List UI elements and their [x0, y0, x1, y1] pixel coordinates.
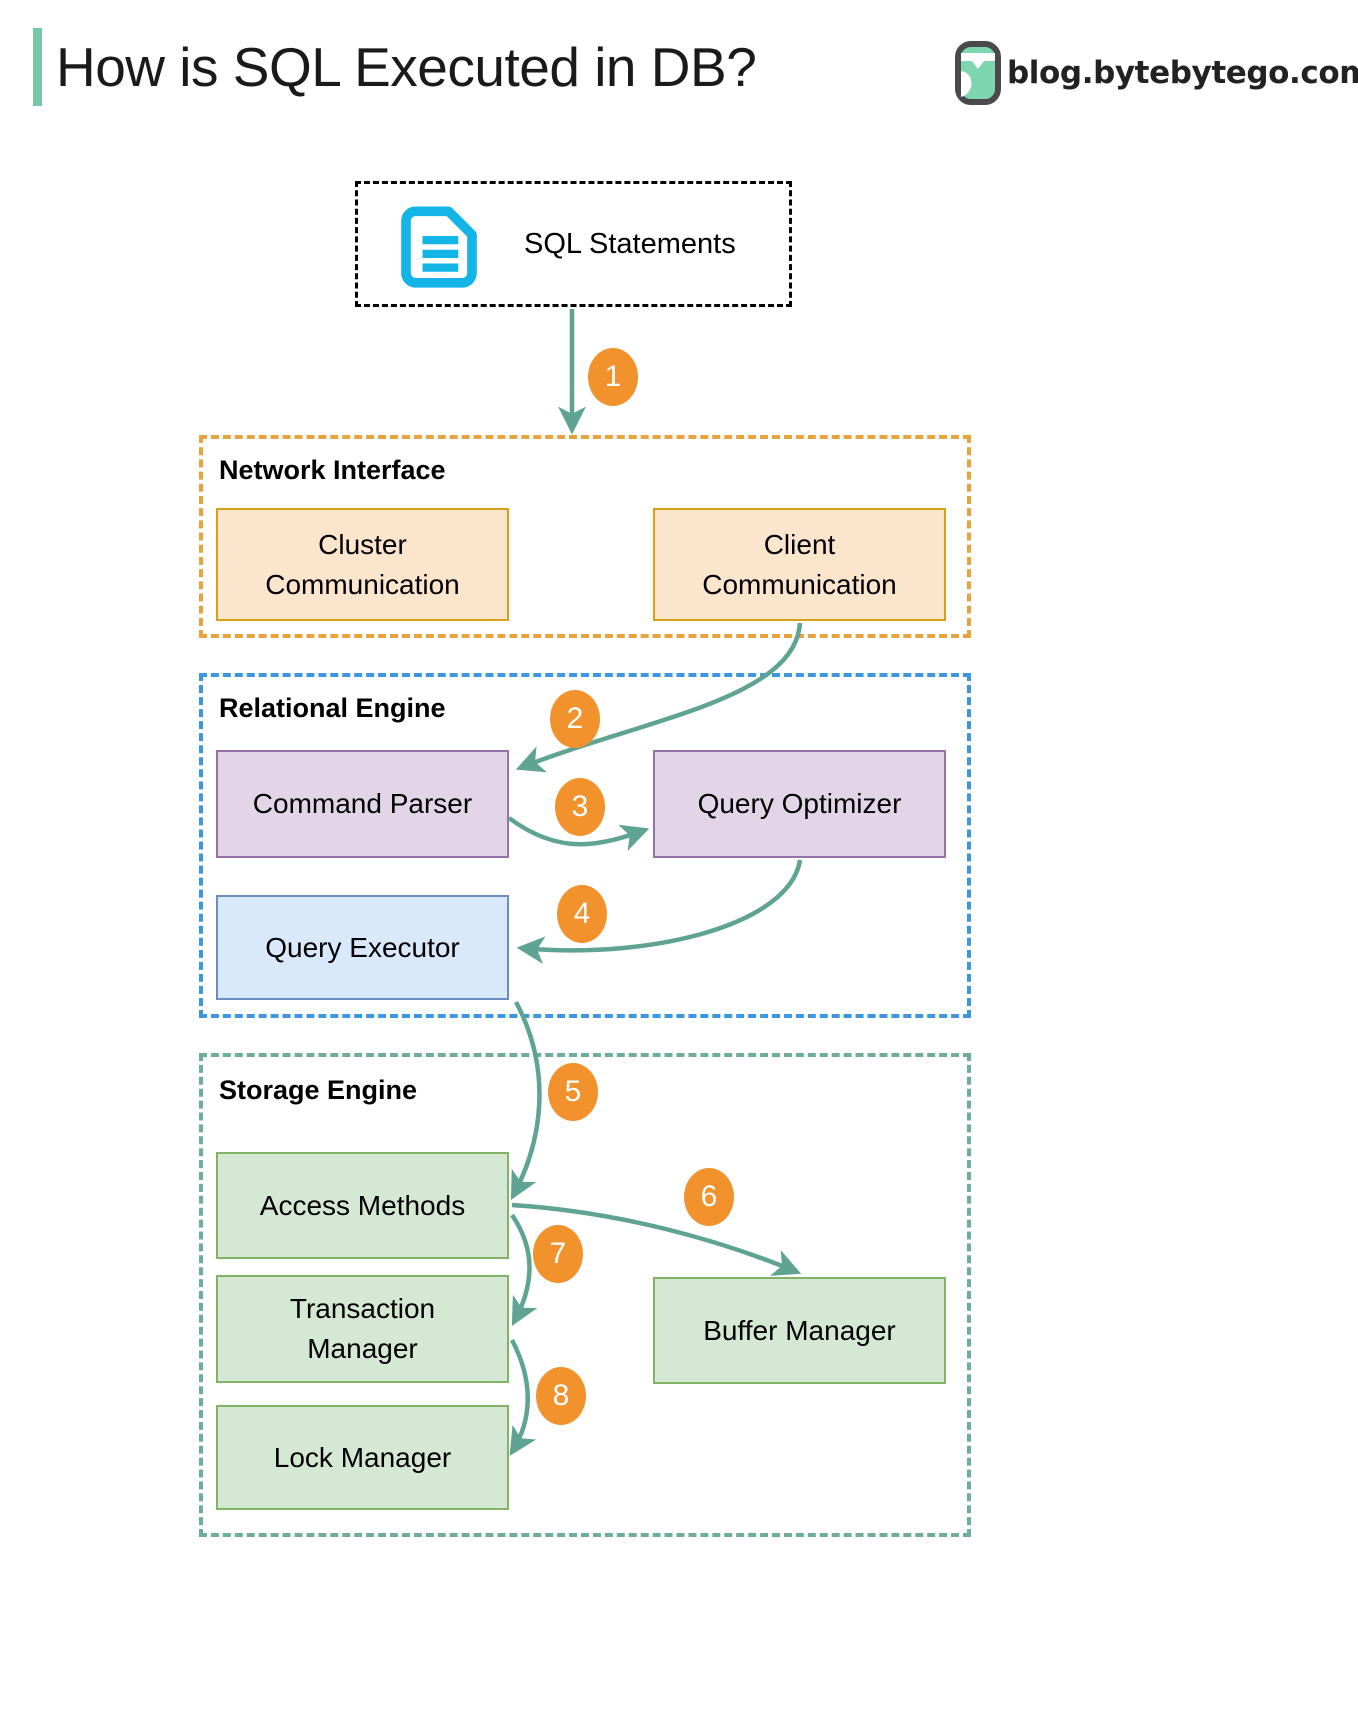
- sql-statements-box: SQL Statements: [355, 181, 792, 307]
- page-title: How is SQL Executed in DB?: [56, 36, 757, 98]
- bytebytego-logo-icon: [955, 41, 1001, 105]
- group-label-network-interface: Network Interface: [219, 455, 446, 485]
- node-query-executor[interactable]: Query Executor: [216, 895, 509, 1000]
- step-badge-4: 4: [557, 885, 607, 943]
- node-command-parser[interactable]: Command Parser: [216, 750, 509, 858]
- node-client-communication[interactable]: Client Communication: [653, 508, 946, 621]
- group-label-storage-engine: Storage Engine: [219, 1075, 418, 1105]
- step-badge-8: 8: [536, 1367, 586, 1425]
- document-icon: [401, 206, 477, 288]
- group-storage-engine: [199, 1053, 971, 1537]
- node-lock-manager[interactable]: Lock Manager: [216, 1405, 509, 1510]
- group-label-relational-engine: Relational Engine: [219, 693, 446, 723]
- step-badge-6: 6: [684, 1168, 734, 1226]
- step-badge-1: 1: [588, 348, 638, 406]
- node-cluster-communication[interactable]: Cluster Communication: [216, 508, 509, 621]
- title-accent-bar: [33, 28, 42, 106]
- step-badge-5: 5: [548, 1063, 598, 1121]
- step-badge-2: 2: [550, 690, 600, 748]
- node-query-optimizer[interactable]: Query Optimizer: [653, 750, 946, 858]
- step-badge-3: 3: [555, 778, 605, 836]
- sql-statements-label: SQL Statements: [524, 227, 736, 260]
- step-badge-7: 7: [533, 1225, 583, 1283]
- brand: blog.bytebytego.com: [955, 40, 1358, 106]
- node-access-methods[interactable]: Access Methods: [216, 1152, 509, 1259]
- node-buffer-manager[interactable]: Buffer Manager: [653, 1277, 946, 1384]
- node-transaction-manager[interactable]: Transaction Manager: [216, 1275, 509, 1383]
- page-header: How is SQL Executed in DB? blog.bytebyte…: [0, 0, 1358, 130]
- brand-text: blog.bytebytego.com: [1007, 55, 1358, 91]
